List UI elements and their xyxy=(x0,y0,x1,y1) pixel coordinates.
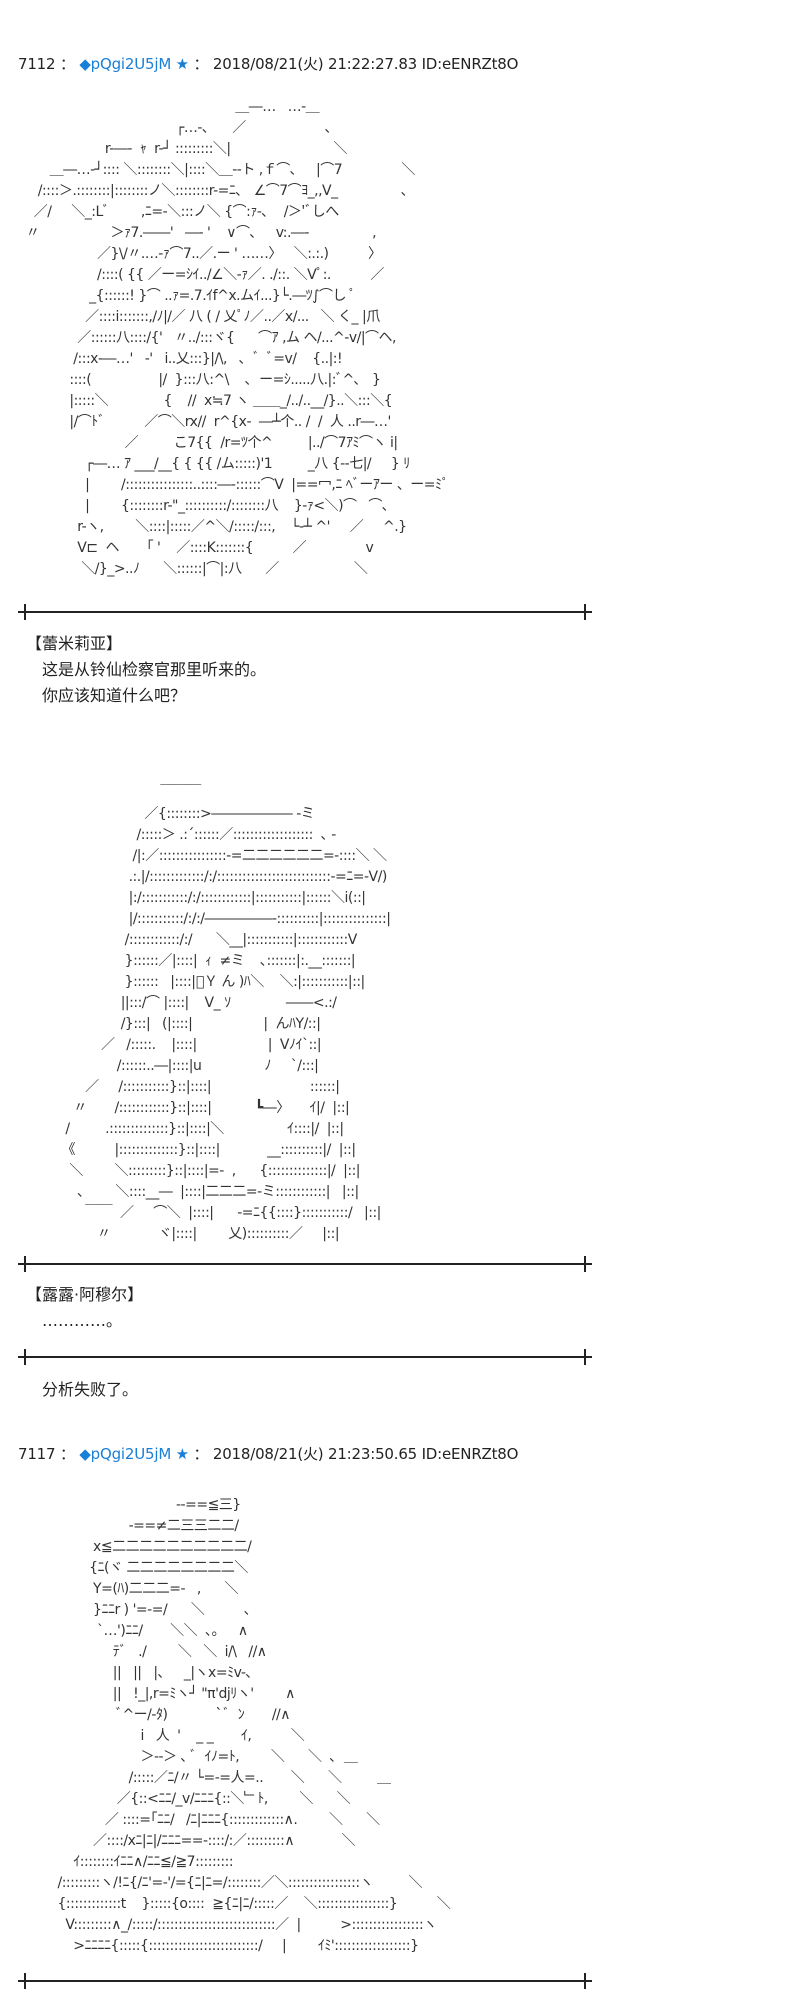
speaker-name: 【蕾米莉亚】 xyxy=(26,634,123,653)
art-line: ﾞ^ー/-ﾀ) `ﾞ ﾝ //∧ xyxy=(18,1707,291,1723)
dialog-line: 你应该知道什么吧？ xyxy=(42,686,187,705)
art-line: ／{::<ﾆﾆ/_v/ﾆﾆﾆ{::＼﹂ﾄ, ＼ ＼ xyxy=(18,1791,351,1807)
divider xyxy=(18,1349,592,1365)
post-number: 7112 xyxy=(18,55,56,73)
art-line: /:::x-―…' ‐' i..乂:::}|/\, ､ ﾞ ﾞ=v/ {..|:… xyxy=(18,351,343,367)
art-line: /:::::＞ .:´::::::／::::::::::::::::::: ､ … xyxy=(18,827,337,843)
art-line: `…')ﾆﾆ/ ＼＼ ､｡ ∧ xyxy=(18,1623,248,1639)
speaker-name: 【露露·阿穆尔】 xyxy=(26,1285,144,1304)
art-line: ＼/}_>..ﾉ ＼::::::|⌒|:八 ／ ＼ xyxy=(18,561,368,577)
art-line: ＿―…-┘:::: ＼::::::::＼|::::＼＿--ト ,ｆ⌒､ |⌒7 … xyxy=(18,162,416,178)
art-line: x≦二二二二二二二二二二/ xyxy=(18,1539,252,1555)
art-line: |:::::＼ { // x≒7 ヽ ＿＿_/../..__/}..＼:::＼{ xyxy=(18,393,393,409)
art-line: -==≠二三三二二/ xyxy=(18,1518,239,1534)
art-line: /:::::／ﾆ/〃 └=-=人=.. ＼ ＼ ＿ xyxy=(18,1770,391,1786)
art-line: /::::＞.::::::::|::::::::ノ＼::::::::r-=ﾆ､ … xyxy=(18,183,408,199)
separator-colon: ： xyxy=(59,55,75,73)
art-line: }ﾆﾆr ) '=-=/ ＼ ､ xyxy=(18,1602,251,1618)
art-line: ／ /:::::::::::}::|::::| ::::::| xyxy=(18,1079,340,1095)
art-line: |/⌒ﾄﾞ ／⌒＼rx// r^{x- ―┴个.. / / 人 ..r―…' xyxy=(18,414,391,430)
art-line: ／::::/xﾆ|ﾆ|/ﾆﾆﾆ==-::::/:／:::::::::∧ ＼ xyxy=(18,1833,355,1849)
art-line: ＿―… …-＿ xyxy=(18,99,320,115)
art-line: .:.|/:::::::::::::/:/:::::::::::::::::::… xyxy=(18,869,388,885)
ascii-art-remilia: ＿―… …-＿ ┌…-､ ／ ､ r-―- ｬ r-┘ :::::::::＼| … xyxy=(18,97,449,580)
art-line: _{::::::! }⌒ ..ｧ=.7.ｲf^x.ムｲ...}└.―ﾂ∫⌒し ﾟ xyxy=(18,288,356,304)
ascii-art-character: --==≦三} -==≠二三三二二/ x≦二二二二二二二二二二/ {ﾆ(ヾ 二二… xyxy=(18,1495,451,1957)
art-line: /|:／::::::::::::::::-=二二二二二二=-::::＼ ＼ xyxy=(18,848,388,864)
art-line: 〃 /::::::::::::}::|::::| ┗―〉 ｲ|/ |::| xyxy=(18,1100,350,1116)
separator-colon: ： xyxy=(59,1445,75,1463)
art-line: |:/:::::::::::/:/::::::::::::|::::::::::… xyxy=(18,890,366,906)
dialog-line: 这是从铃仙检察官那里听来的。 xyxy=(42,660,267,679)
art-line: --==≦三} xyxy=(18,1497,241,1513)
art-line: ::::( |/ }:::八:^\ ､ ー=ｼ.....八.|:ﾞ^､ } xyxy=(18,372,381,388)
art-line: / .::::::::::::::}::|::::|＼ ｲ::::|/ |::| xyxy=(18,1121,344,1137)
art-line: {:::::::::::::t }:::::{o:::: ≧{ﾆ|ﾆ/:::::… xyxy=(18,1896,451,1912)
art-line: {ﾆ(ヾ 二二二二二二二二＼ xyxy=(18,1560,248,1576)
divider xyxy=(18,604,592,620)
art-line: /:::::::::ヽ/!ﾆ{/ﾆ'=-'/={ﾆ|ﾆ=/::::::::／＼:… xyxy=(18,1875,423,1891)
separator-colon: ： xyxy=(193,55,209,73)
art-line: /::::::::::::/:/ ＼__|:::::::::::|:::::::… xyxy=(18,932,358,948)
art-line: ﾃﾞ ./ ＼ ＼ i/\ //∧ xyxy=(18,1644,267,1660)
art-line: || !_|,r=ﾐヽ┘ "π'djﾘヽ' ∧ xyxy=(18,1686,296,1702)
art-line: ､ ＼::::__― |::::|二二二=-ミ::::::::::::| |::… xyxy=(18,1184,359,1200)
tripcode-link[interactable]: ◆pQgi2U5jM ★ xyxy=(79,55,189,73)
art-line: ／{::::::::>―――――― -ミ xyxy=(18,806,315,822)
art-line: ┌…-､ ／ ､ xyxy=(18,120,332,136)
art-line: }::::::／|::::| ｨ ≠ミ ､:::::::|:.__:::::::… xyxy=(18,953,356,969)
art-line: ／ こ7{{ /r=ﾂ个^ |../⌒7ｱﾐ⌒ヽ i| xyxy=(18,435,398,451)
separator-colon: ： xyxy=(193,1445,209,1463)
art-line: /::::::..―|::::|u ﾉ `/:::| xyxy=(18,1058,319,1074)
art-line: r-―- ｬ r-┘ :::::::::＼| ＼ xyxy=(18,141,347,157)
art-line: | /::::::::::::::::..::::―‐::::::⌒V |==冖… xyxy=(18,477,449,493)
art-line: ／::::i:::::::,/ﾉ|/／ 八 ( / 乂ﾟﾉ／..／x/... ＼… xyxy=(18,309,380,325)
ascii-art-lulu: ￣￣￣ ／{::::::::>―――――― -ミ /:::::＞ .:´::::… xyxy=(18,783,390,1245)
art-line: ||:::/⌒ |::::| V_ ｿ ――<.:/ xyxy=(18,995,337,1011)
art-line: >ﾆﾆﾆﾆ{:::::{::::::::::::::::::::::::::/ … xyxy=(18,1938,419,1954)
divider xyxy=(18,1256,592,1272)
art-line: | {::::::::r-"_::::::::::/::::::::八 }-ｧ<… xyxy=(18,498,389,514)
art-line: V:::::::::∧_/:::::/:::::::::::::::::::::… xyxy=(18,1917,437,1933)
art-line: }:::::: |::::|ﾞＹ ん )ﾊ＼ ＼:|:::::::::::|::… xyxy=(18,974,366,990)
art-line: i 人 ' _ _ ｲ, ＼ xyxy=(18,1728,305,1744)
art-line: ／ ::::=｢ﾆﾆ/ /ﾆ|ﾆﾆﾆ{:::::::::::::∧. ＼ ＼ xyxy=(18,1812,380,1828)
art-line: ￣￣￣ xyxy=(18,785,201,801)
art-line: || || |､ _|ヽx=ﾐv-､ xyxy=(18,1665,253,1681)
art-line: ￣￣ ／ ⌒＼ |::::| -=ﾆ{{::::}:::::::::::/ |:… xyxy=(18,1205,381,1221)
art-line: ＼ ＼:::::::::}::|::::|=- , {:::::::::::::… xyxy=(18,1163,361,1179)
post-header-7117: 7117 ： ◆pQgi2U5jM ★ ： 2018/08/21(火) 21:2… xyxy=(18,1443,518,1464)
post-header-7112: 7112 ： ◆pQgi2U5jM ★ ： 2018/08/21(火) 21:2… xyxy=(18,53,518,74)
tripcode-link[interactable]: ◆pQgi2U5jM ★ xyxy=(79,1445,189,1463)
art-line: /::::( {{ ／ー=ｼｲ../∠＼-ｧ／. ./::. ＼Vﾟ:. ／ xyxy=(18,267,384,283)
art-line: ＞--＞ ､ ﾞ ｲﾉ=ﾄ, ＼ ＼ ､ ＿ xyxy=(18,1749,358,1765)
post-datetime-id: 2018/08/21(火) 21:23:50.65 ID:eENRZt8O xyxy=(212,1445,519,1463)
art-line: ／/ ＼_:Lﾞ ,ﾆ=-＼:::ノ＼ {⌒:ｧ-､ /＞'ﾞしへ xyxy=(18,204,340,220)
narration-line: 分析失败了。 xyxy=(42,1380,139,1399)
art-line: ┌―… ｱ ___/__{ { {{ /ム:::::)'1 _八 {--七|/ … xyxy=(18,456,410,472)
art-line: ｲ::::::::ｲﾆﾆ∧/ﾆﾆ≦/≧7::::::::: xyxy=(18,1854,234,1870)
art-line: ／}\/〃.…-ｧ⌒7..／.ー ' ……〉 ＼:.:.) 〉 xyxy=(18,246,382,262)
art-line: ／::::::八::::/{' 〃../:::ヾ{ ⌒ｱ ,ム ヘ/...^-v… xyxy=(18,330,396,346)
art-line: /}:::| (|::::| | んﾊY/::| xyxy=(18,1016,321,1032)
art-line: ／ /:::::. |::::| | Vﾉｲ`::| xyxy=(18,1037,322,1053)
post-number: 7117 xyxy=(18,1445,56,1463)
art-line: r-ヽ, ＼::::|:::::／^＼/:::::/:::, └‐┴ ^' ／ … xyxy=(18,519,407,535)
art-line: 〃 ヾ|::::| 乂)::::::::::／ |::| xyxy=(18,1226,340,1242)
divider xyxy=(18,1973,592,1989)
post-datetime-id: 2018/08/21(火) 21:22:27.83 ID:eENRZt8O xyxy=(212,55,519,73)
art-line: 〃 ＞ｧ7.――' ―‐ ' ∨⌒､ v:.―‐ , xyxy=(18,225,377,241)
art-line: |/:::::::::::/:/:/―――――-::::::::::|:::::… xyxy=(18,911,391,927)
art-line: 《 |::::::::::::::}::|::::| __::::::::::|… xyxy=(18,1142,356,1158)
art-line: V⊏ ヘ ｢ ' ／::::K:::::::{ ／ v xyxy=(18,540,374,556)
art-line: Y=(ﾊ)二二二=- , ＼ xyxy=(18,1581,239,1597)
dialog-line: …………。 xyxy=(42,1311,123,1330)
